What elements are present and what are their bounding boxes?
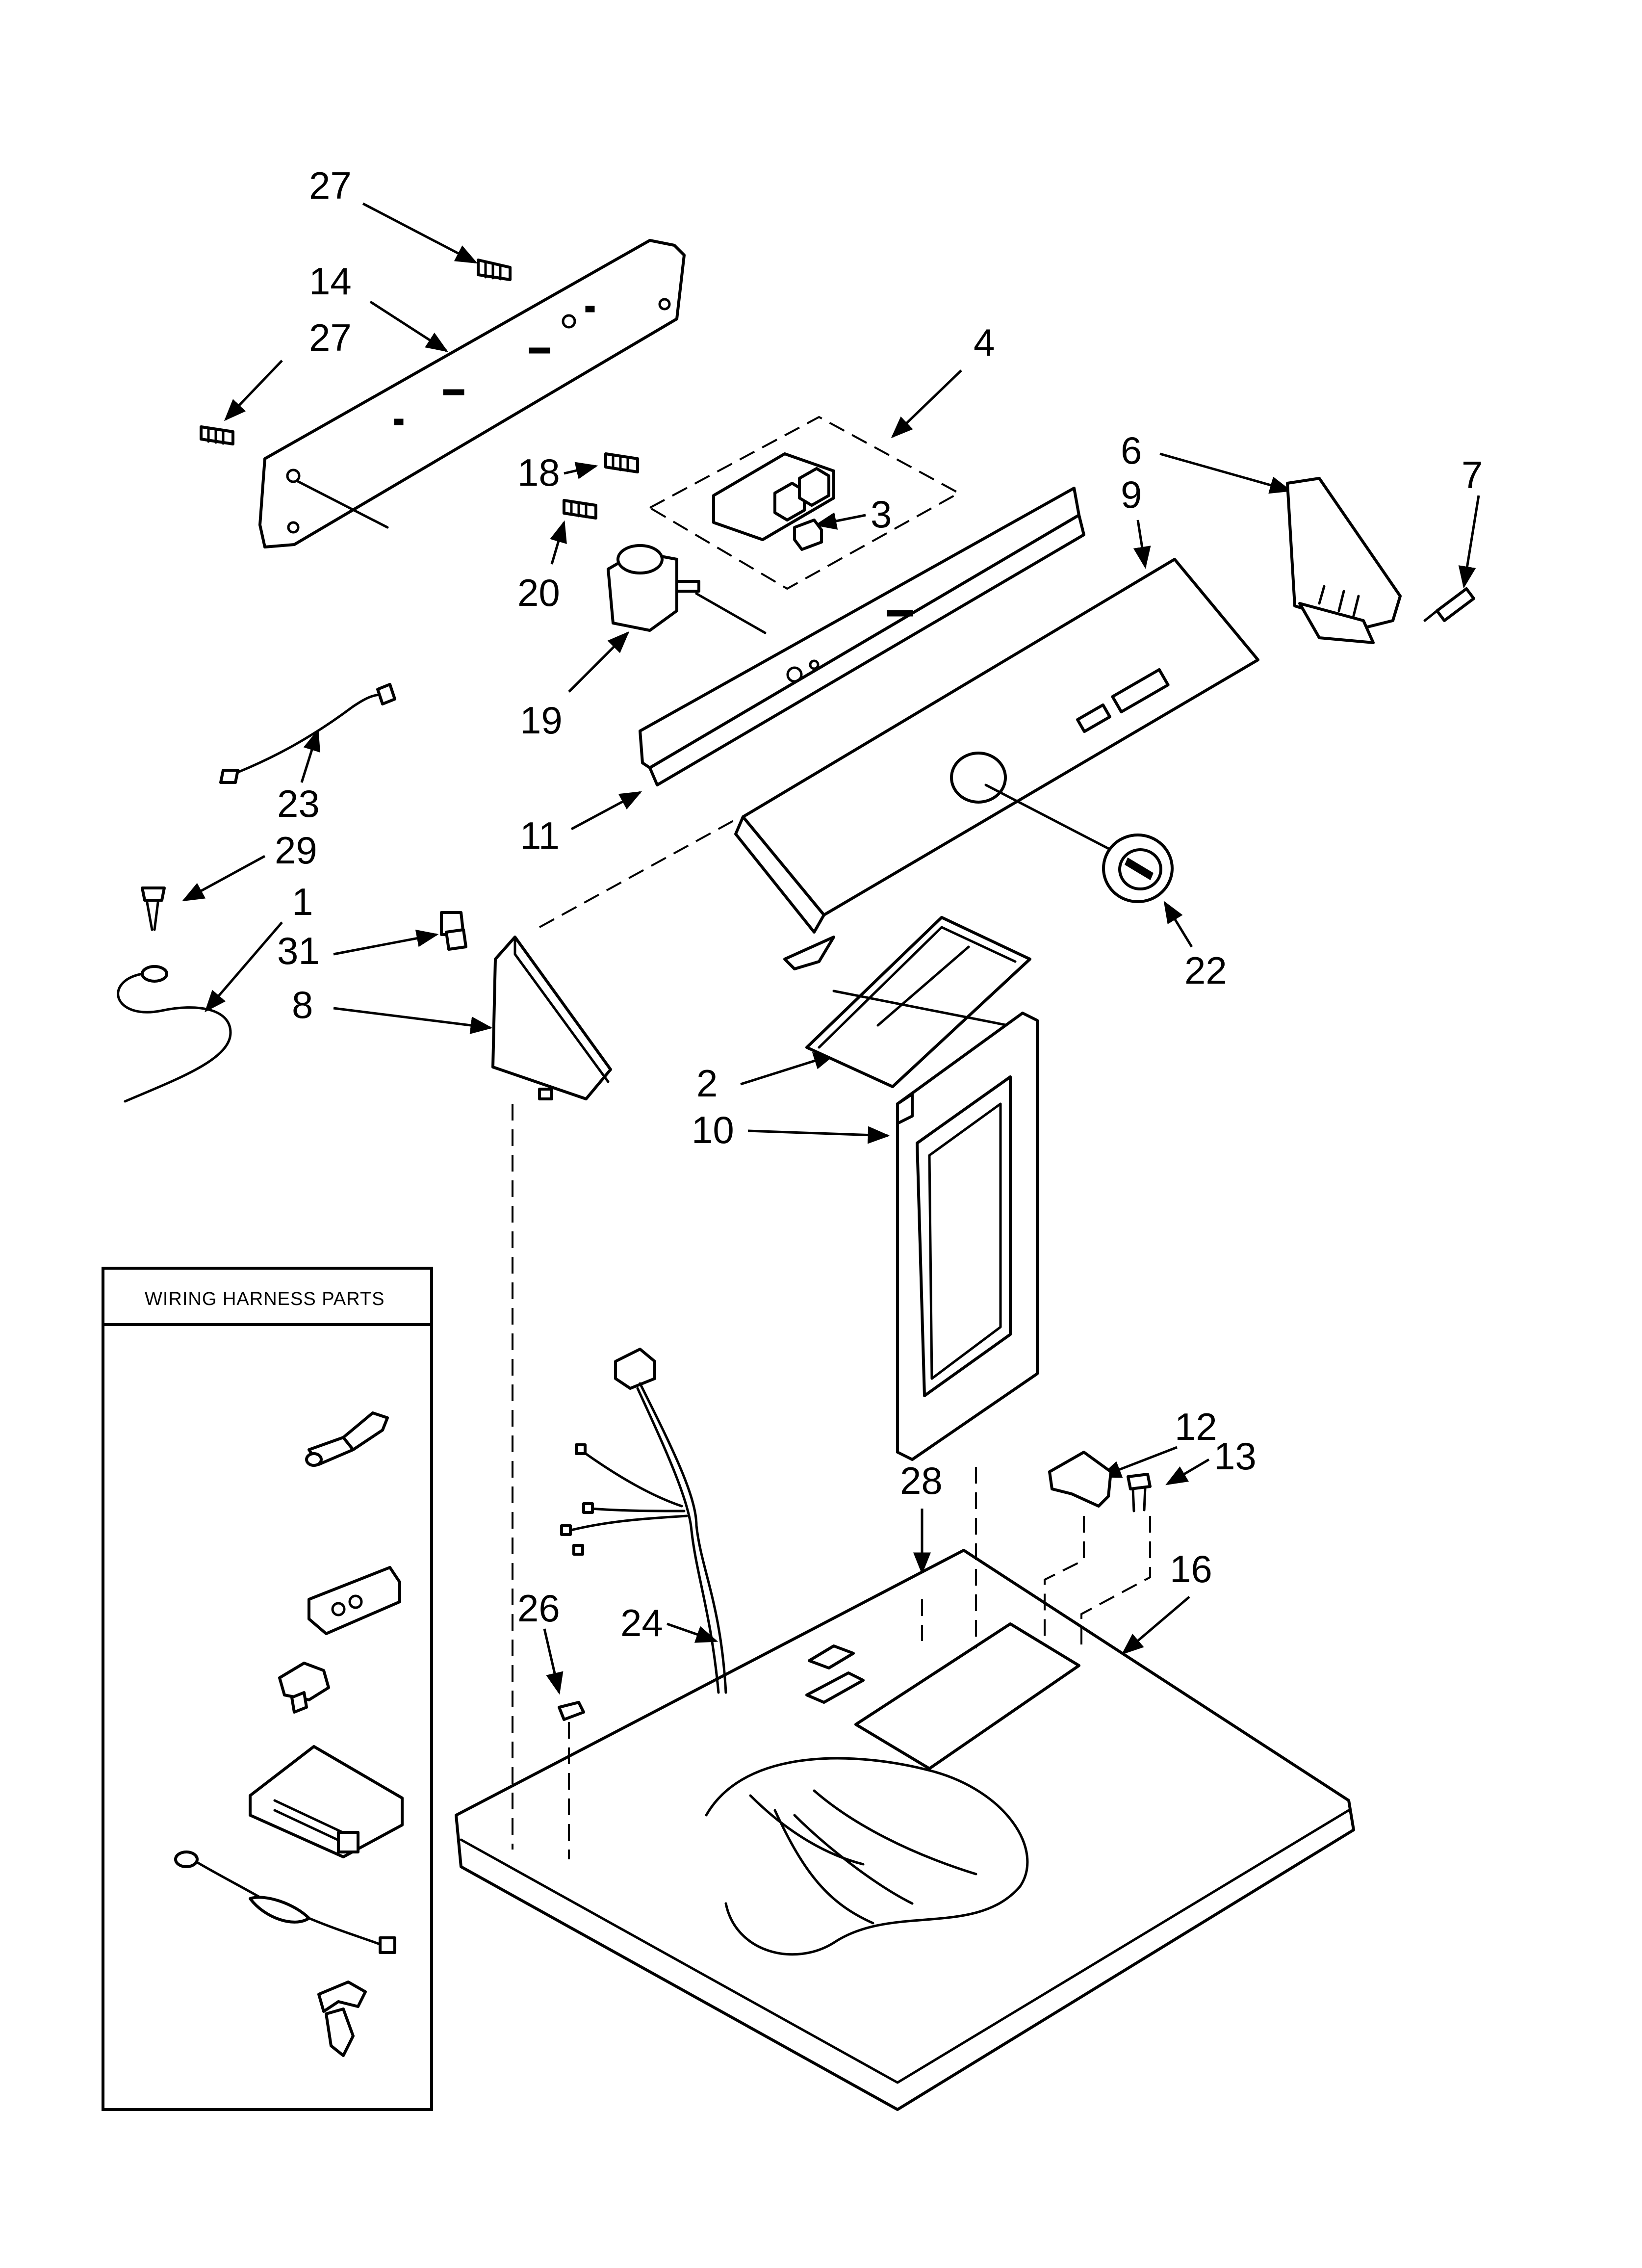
- console-rear-panel-part-11: [639, 487, 1085, 786]
- wiring-box-title: WIRING HARNESS PARTS: [145, 1289, 385, 1309]
- callout-20: 20: [517, 571, 560, 614]
- top-cover-part-16: [455, 1549, 1355, 2111]
- clip-part-31: [440, 911, 467, 951]
- end-cap-part-6: [1286, 477, 1402, 644]
- screw-18: [604, 452, 639, 473]
- wiring-harness-parts-box: WIRING HARNESS PARTS: [102, 1267, 433, 2111]
- callout-4: 4: [974, 321, 995, 364]
- callout-22: 22: [1184, 949, 1227, 992]
- wiring-harness-part-24: [560, 1348, 727, 1694]
- part-26: [558, 1701, 585, 1721]
- hinge-part-12: [1048, 1451, 1112, 1508]
- ground-wire-part-1: [117, 965, 232, 1103]
- callout-10: 10: [692, 1108, 734, 1151]
- clip-part-5: [278, 1662, 330, 1714]
- screw-13: [1127, 1473, 1152, 1512]
- fuse-wire-part-15: [174, 1851, 396, 1954]
- screw-7: [1423, 587, 1475, 622]
- screw-20: [563, 499, 597, 520]
- rear-bracket-part-14: [258, 239, 686, 548]
- callout-18: 18: [517, 451, 560, 494]
- screw-27-top: [477, 259, 512, 281]
- callout-31: 31: [277, 929, 320, 972]
- terminal-block-part-25: [249, 1745, 404, 1858]
- callout-26: 26: [517, 1587, 560, 1630]
- end-cap-part-8: [491, 936, 612, 1100]
- screw-27-side: [200, 425, 234, 445]
- connector-part-21: [308, 1566, 401, 1635]
- clip-part-30: [317, 1981, 367, 2057]
- callout-6: 6: [1121, 429, 1142, 472]
- callout-3: 3: [871, 493, 892, 536]
- callout-27-top: 27: [309, 164, 352, 207]
- console-front-panel-part-9: [734, 558, 1259, 970]
- screw-29: [141, 886, 166, 931]
- wire-part-23: [219, 683, 396, 784]
- timer-part-19: [607, 544, 767, 634]
- callout-14: 14: [309, 260, 352, 303]
- callout-11: 11: [520, 814, 560, 857]
- callout-8: 8: [292, 983, 313, 1026]
- callout-19: 19: [520, 699, 563, 742]
- lint-housing-part-10: [896, 1012, 1039, 1461]
- callout-23: 23: [277, 782, 320, 825]
- callout-2: 2: [696, 1062, 718, 1105]
- callout-12: 12: [1175, 1405, 1217, 1448]
- leader-arrows: [166, 202, 1480, 1994]
- callout-27-side: 27: [309, 316, 352, 359]
- knob-part-22: [1102, 834, 1174, 903]
- callout-16: 16: [1170, 1547, 1212, 1590]
- callout-9: 9: [1121, 473, 1142, 516]
- lint-screen-cover-part-2: [805, 916, 1031, 1088]
- callout-1: 1: [292, 880, 313, 923]
- switch-assembly-part-4: [647, 416, 961, 590]
- terminal-part-17: [305, 1411, 389, 1467]
- callout-29: 29: [275, 829, 317, 872]
- assembly-lines: [512, 816, 1151, 1859]
- callout-28: 28: [900, 1459, 943, 1502]
- callout-7: 7: [1462, 453, 1483, 496]
- callout-24: 24: [620, 1601, 663, 1644]
- callout-13: 13: [1214, 1434, 1257, 1478]
